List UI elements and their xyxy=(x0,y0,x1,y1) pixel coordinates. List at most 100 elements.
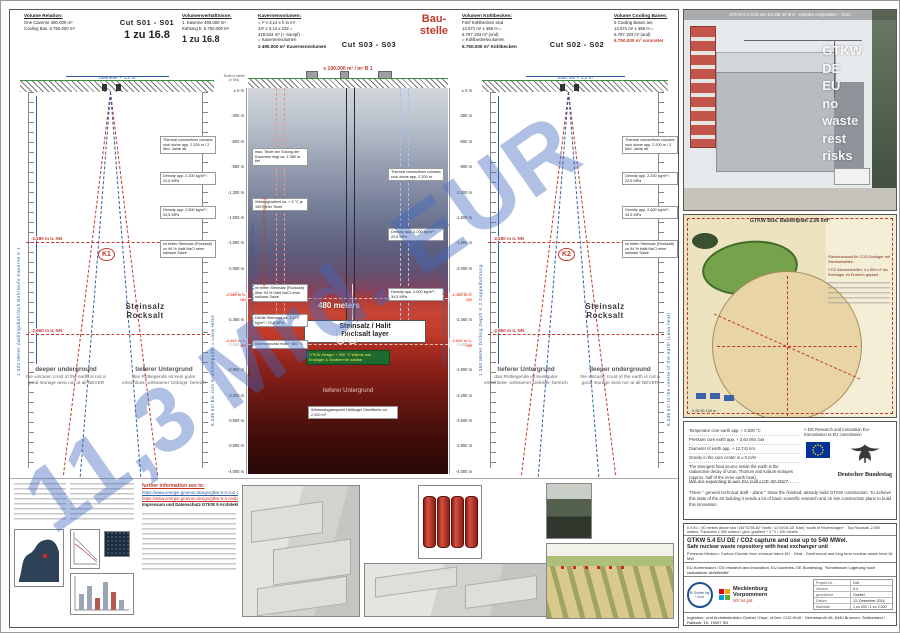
vertical-bore-depth-note: 2 130 Meter Bohrteufe ab GOK (geologisch… xyxy=(250,221,255,346)
borehole-line xyxy=(62,91,111,476)
volumenverhaeltnisse-block: Volumenverhältnisse: 1. Kaverne 490.000 … xyxy=(182,14,254,44)
depth-tick: -2.000 m xyxy=(227,265,244,271)
dimension-row: Start ust + 1,2 m xyxy=(476,66,674,81)
depth-tick: -4.000 m xyxy=(455,468,472,474)
mv-color-squares-icon xyxy=(719,589,730,600)
cut-s01-heading: Cut S01 - S01 1 zu 16.8 xyxy=(114,18,180,41)
depth-tick: -3.500 m xyxy=(227,418,244,424)
underground-note-en: deeper underground the volcanic crust of… xyxy=(580,366,660,387)
depth-tick: -1.800 m xyxy=(455,240,472,246)
depth-tick: -1.500 m xyxy=(227,214,244,220)
plant-hall xyxy=(716,72,836,172)
section-cut-s02: Start ust + 1,2 m -2.180 m ü. NN -2.660 … xyxy=(476,66,678,477)
illegible-text-lines xyxy=(142,512,236,573)
institutions-row: Deutscher Bundestag xyxy=(804,442,892,478)
link-list: https://www.energie.gruener.design/gtkw-… xyxy=(142,490,238,509)
depth-tick: -3.800 m xyxy=(455,443,472,449)
depth-label-top: -2.180 m ü. NN xyxy=(492,236,526,241)
project-title: GTKW 5.4 EU DE / CO2 capture and use up … xyxy=(687,537,848,544)
depth-tick: ± 0 m xyxy=(461,88,472,93)
depth-tick: -600 m xyxy=(459,138,472,144)
depth-tick: -1.800 m xyxy=(227,240,244,246)
section-cut-s01: Diameter + 1,2 m -2.180 m ü. NN -2.660 m… xyxy=(14,66,220,477)
mv-slogan: MV tut gut. xyxy=(733,598,754,604)
earth-fact: Pressure core earth app. + 3,64 Mio. bar xyxy=(689,436,799,445)
logo-row: IB Goebel Ing. + Arch. Mecklenburg Vorpo… xyxy=(684,577,896,613)
overlay-word: risks xyxy=(822,148,853,164)
depth-tick: -4.000 m xyxy=(227,468,244,474)
storage-capsule xyxy=(348,328,357,344)
middle-cut-body: ≥ 100.000 m³ / m² B 1 480 meters xyxy=(248,66,448,474)
borehole-line xyxy=(520,91,569,476)
annotation-box: Density app. 2.600 kg/m³ / 34,5 MPa xyxy=(160,206,216,220)
title-field-row: Maßstab 1 zu 200 / 1 zu 2.000 xyxy=(816,604,887,609)
cavern-cylinder-render xyxy=(418,485,482,559)
depth-ruler-right xyxy=(658,92,664,468)
stamp-mark xyxy=(104,531,130,557)
cut-s03-label: Cut S03 - S03 xyxy=(341,40,397,49)
salt-top-line xyxy=(248,298,448,299)
engineer-stamp-icon: IB Goebel Ing. + Arch. xyxy=(687,581,713,608)
underground-note-de: tieferer Untergrund das Rotliegende ist … xyxy=(122,366,206,387)
borehole-casing-line xyxy=(568,91,600,477)
cut-s01-scale: 1 zu 16.8 xyxy=(124,29,170,41)
annotation-column: Thermal convections volcanic rock dome a… xyxy=(622,66,678,474)
block-title: Volume Cooling Bases: xyxy=(614,14,668,19)
cut-s01-label: Cut S01 - S01 xyxy=(119,18,175,27)
cavern-k1-badge: K1 xyxy=(98,248,115,261)
depth-tick: -2.900 m xyxy=(227,367,244,373)
block-bold-line: ≥ 490.000 m³ Kavernenvolumen xyxy=(258,44,327,50)
mini-chart-bars xyxy=(70,573,134,615)
illegible-text-lines xyxy=(828,281,890,304)
overlay-word: waste xyxy=(822,113,859,129)
crane-mast xyxy=(834,40,835,98)
eu-flag-icon xyxy=(805,442,830,458)
block-title: Volume Relation: xyxy=(24,14,63,19)
further-information-block: further information see to: https://www.… xyxy=(142,483,238,573)
annotation-column: Thermal convections volcanic rock dome a… xyxy=(160,66,216,474)
photo-caption: GTKW 5.4 CO2 net. EU DE 48 M 9 · complex… xyxy=(684,10,896,20)
earth-fact: Temperatur core earth app. + 5.500 °C xyxy=(689,427,799,436)
red-cavern-cylinder xyxy=(451,496,464,548)
depth-tick: -3.500 m xyxy=(455,418,472,424)
title-field-row: gezeichnet Goebel xyxy=(814,592,892,598)
wellhead xyxy=(560,84,565,91)
red-cavern-cylinder xyxy=(437,496,450,548)
salt-top-line xyxy=(488,242,664,243)
vertical-core-note: 6.346 km to the centre of the earth (Lav… xyxy=(666,312,671,426)
salt-bottom-line xyxy=(488,334,664,335)
annotation-box: im tiefen Steinsalz (Rocksalt) zu 94 % H… xyxy=(160,240,216,258)
cut-s02-label: Cut S02 - S02 xyxy=(549,40,605,49)
hot-depth-label-bottom: -2.660 m ü. NN xyxy=(448,338,474,348)
depth-tick: ± 0 m xyxy=(233,88,244,93)
bundestag-block: Deutscher Bundestag xyxy=(838,442,892,478)
blue-buildings xyxy=(696,393,706,399)
annotation-box: Wärmegradient ca. + 3 °C je 100 Meter Te… xyxy=(252,198,308,212)
depth-tick: -900 m xyxy=(459,164,472,170)
depth-tick: -2.900 m xyxy=(455,367,472,373)
client-line: EU-Kommission / DG research and innovati… xyxy=(684,563,896,577)
white-truck xyxy=(834,168,870,185)
title-fields-table: Projekt-Nr. 018 Version 5.4 gezeichnet G… xyxy=(813,579,893,610)
scale-caption: Teufe in Meter (± NN) xyxy=(223,74,245,82)
tree-line xyxy=(872,10,896,210)
cut-s03-heading: Cut S03 - S03 xyxy=(330,40,408,49)
salt-top-line xyxy=(26,242,210,243)
eu-call-note: We are expecting to win EU-Call LCE-30-2… xyxy=(689,480,788,485)
depth-label-bottom: -2.660 m ü. NN xyxy=(30,328,64,333)
annotation-box: Density app. 2.200 kg/m³ / 22,6 MPa xyxy=(160,172,216,186)
office-line: Ingenieur- und Architektenbüro Goebel / … xyxy=(684,613,896,625)
medium-line: Pressure-Medium: Carbon Dioxide from exh… xyxy=(687,550,893,561)
overlay-word: GTKW xyxy=(822,43,862,58)
borehole-line xyxy=(568,91,617,476)
overlay-word: DE xyxy=(822,60,841,76)
title-field-row: Projekt-Nr. 018 xyxy=(814,580,892,586)
diameter-dimension: Diameter + 1,2 m xyxy=(98,76,136,81)
link-line: Impressum und Datenschutz GTKW 5 Archite… xyxy=(142,502,238,508)
